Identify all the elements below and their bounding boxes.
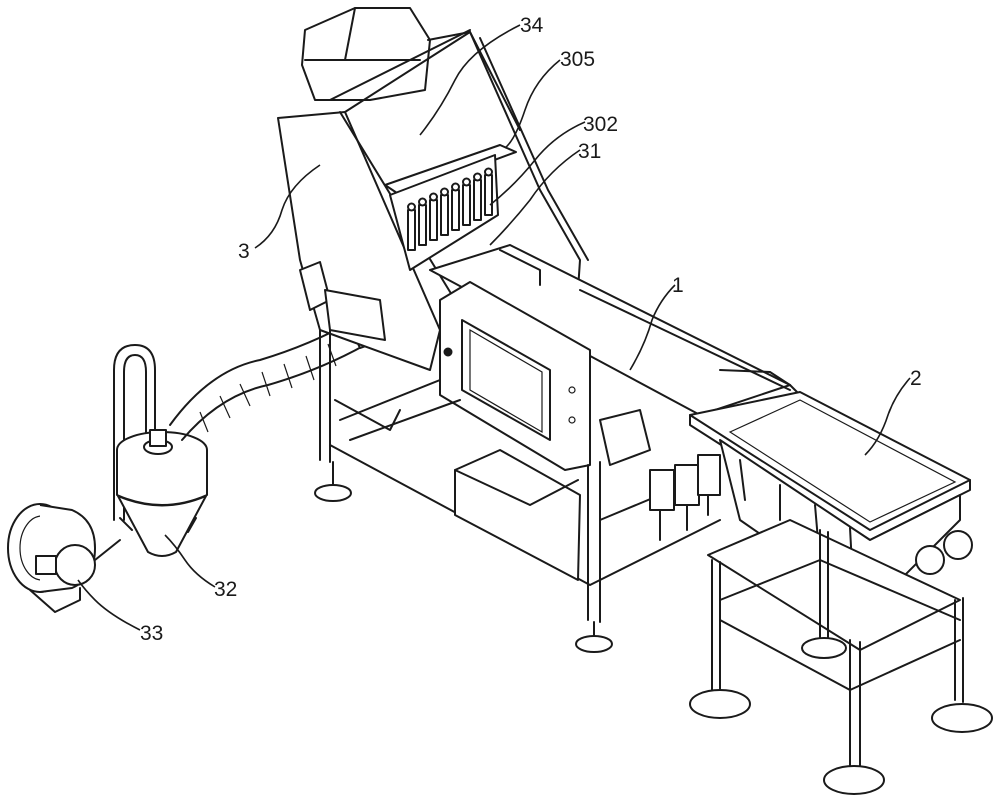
label-3: 3 (238, 240, 250, 263)
blower-33 (8, 504, 120, 612)
label-1: 1 (672, 274, 684, 297)
ejector-valve-head (441, 189, 448, 196)
label-32: 32 (214, 578, 237, 601)
ejector-valve (419, 205, 426, 245)
ejector-valve-head (474, 174, 481, 181)
label-33: 33 (140, 622, 163, 645)
ejector-valve-head (408, 204, 415, 211)
label-302: 302 (583, 113, 618, 136)
ejector-valve (441, 195, 448, 235)
ejector-valve (430, 200, 437, 240)
ejector-valve-head (430, 194, 437, 201)
cyclone-separator-32 (114, 345, 207, 556)
ejector-valve-head (419, 199, 426, 206)
ejector-valve (463, 185, 470, 225)
ejector-valve (452, 190, 459, 230)
label-34: 34 (520, 14, 544, 37)
ejector-valve (485, 175, 492, 215)
ejector-valve (474, 180, 481, 220)
label-2: 2 (910, 367, 922, 390)
ejector-valve-head (452, 184, 459, 191)
feeder-stand (690, 520, 992, 794)
ejector-valve-head (485, 169, 492, 176)
ejector-valve-head (463, 179, 470, 186)
pneumatic-units (600, 410, 720, 540)
label-31: 31 (578, 140, 601, 163)
ejector-valve (408, 210, 415, 250)
label-305: 305 (560, 48, 595, 71)
